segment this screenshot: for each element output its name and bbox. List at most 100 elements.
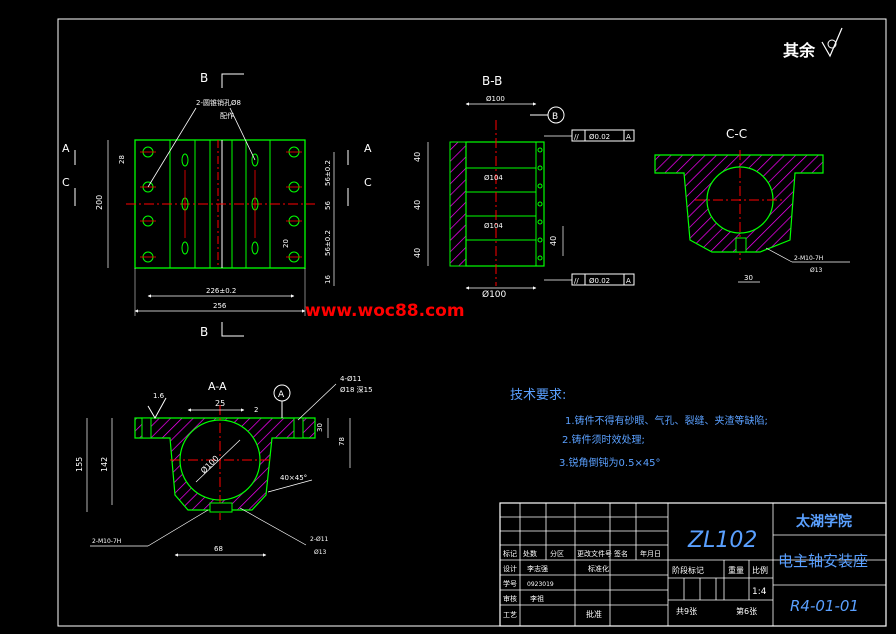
h-std: 标准化: [588, 564, 609, 573]
aa-dim-155: 155: [75, 457, 84, 472]
sheets-total: 共9张: [676, 607, 697, 616]
top-section-c-left: C: [62, 176, 70, 189]
aa-dim-30: 30: [316, 423, 324, 432]
aa-roughness: 1.6: [153, 392, 165, 400]
top-note-pair: 配作: [220, 111, 234, 120]
top-dim-width: 256: [213, 302, 227, 310]
roughness-symbol-icon: [821, 27, 843, 58]
bb-dim-40a: 40: [413, 152, 422, 162]
drawing-no: R4-01-01: [790, 597, 859, 615]
top-dim-56a: 56±0.2: [324, 160, 332, 186]
bb-dim-40side: 40: [549, 236, 558, 246]
aa-dim-68: 68: [214, 545, 223, 553]
h-approve: 批准: [586, 609, 602, 619]
bb-tol-top-val: Ø0.02: [589, 133, 610, 141]
top-dim-height: 200: [95, 195, 104, 210]
top-section-b-bottom: B: [200, 325, 208, 339]
h-review: 审核: [503, 594, 517, 603]
bb-dim-top: Ø100: [486, 95, 505, 103]
part-name: 电主轴安装座: [778, 552, 868, 570]
bb-tol-bot-val: Ø0.02: [589, 277, 610, 285]
h-sign: 签名: [614, 549, 628, 558]
top-section-a-right: A: [364, 142, 372, 155]
top-section-a-left: A: [62, 142, 70, 155]
top-dim-20: 20: [282, 239, 290, 248]
requirement-item: 2.铸件须时效处理;: [562, 433, 645, 446]
requirement-item: 3.锐角倒钝为0.5×45°: [559, 456, 661, 469]
bb-outline: [465, 141, 545, 267]
aa-note-hole: 2-Ø11: [310, 536, 329, 543]
top-dim-inner-w: 226±0.2: [206, 287, 236, 295]
student-no: 0923019: [527, 581, 554, 588]
tech-requirements: 技术要求: 1.铸件不得有砂眼、气孔、裂缝、夹渣等缺陷; 2.铸件须时效处理; …: [510, 388, 768, 469]
bb-view: B-B Ø100 B // Ø0.02 A 40 40 40 Ø104 Ø104…: [413, 74, 635, 300]
bb-tol-top: [571, 129, 635, 142]
h-process: 工艺: [503, 611, 517, 619]
aa-title: A-A: [208, 380, 227, 393]
h-stage: 阶段标记: [672, 565, 704, 575]
cc-note-thread: 2-M10-7H: [794, 255, 823, 262]
scale: 1:4: [752, 587, 767, 597]
aa-note-cb: Ø18 深15: [340, 385, 373, 394]
material: ZL102: [687, 528, 757, 553]
title-block-text: ZL102 太湖学院 电主轴安装座 R4-01-01 标记 处数 分区 更改文件…: [503, 513, 868, 619]
watermark: www.woc88.com: [305, 301, 465, 321]
bb-title: B-B: [482, 74, 502, 88]
h-date: 年月日: [640, 549, 661, 558]
h-weight: 重量: [728, 565, 744, 575]
school: 太湖学院: [796, 513, 852, 530]
aa-dim-142: 142: [100, 457, 109, 472]
h-zone: 分区: [550, 549, 564, 558]
bb-hatch-wall: [449, 141, 467, 267]
bb-tol-bot-ref: A: [626, 277, 631, 285]
aa-note-thread: 2-M10-7H: [92, 538, 121, 545]
h-mark: 标记: [503, 549, 517, 558]
sheet-no: 第6张: [736, 606, 757, 616]
aa-roughness-icon: [147, 397, 167, 420]
corner-roughness-note: 其余: [783, 27, 843, 60]
aa-dim-78: 78: [338, 437, 346, 446]
h-studentno: 学号: [503, 579, 517, 588]
top-view: B B A C A C 2-圆锥销孔Ø8 配作 200 28 56±0.2 56…: [62, 71, 372, 339]
bb-tol-bot: [571, 273, 635, 286]
top-section-b-top: B: [200, 71, 208, 85]
bb-tol-top-sym: //: [574, 133, 579, 141]
bb-dim-40c: 40: [413, 248, 422, 258]
requirements-title: 技术要求:: [510, 388, 566, 403]
bb-dim-104a: Ø104: [484, 174, 503, 182]
top-dim-56b: 56: [324, 201, 332, 210]
aa-dim-chamfer: 40×45°: [280, 474, 307, 482]
cc-view: C-C 30 2-M10-7H Ø13: [654, 127, 850, 283]
corner-note-text: 其余: [783, 41, 816, 60]
sheet-border: [57, 18, 887, 627]
aa-dim-25: 25: [215, 399, 225, 408]
bb-dim-bottom: Ø100: [482, 289, 507, 300]
h-docno: 更改文件号: [577, 549, 612, 558]
bb-datum: B: [552, 112, 558, 122]
bb-dim-40b: 40: [413, 200, 422, 210]
top-section-c-right: C: [364, 176, 372, 189]
aa-view: A-A Ø100 1.6 25 2 A 4-Ø11 Ø18 深15 30 78 …: [75, 375, 373, 557]
requirement-item: 1.铸件不得有砂眼、气孔、裂缝、夹渣等缺陷;: [565, 414, 768, 427]
cc-note-dia: Ø13: [810, 267, 823, 274]
h-design: 设计: [503, 564, 517, 573]
aa-note-dia: Ø13: [314, 549, 327, 556]
top-dim-56c: 56±0.2: [324, 230, 332, 256]
designer: 李志强: [527, 564, 548, 573]
aa-note-holes: 4-Ø11: [340, 375, 361, 383]
top-note-holes: 2-圆锥销孔Ø8: [196, 98, 241, 107]
cc-title: C-C: [726, 127, 747, 141]
h-count: 处数: [523, 549, 537, 558]
bb-tol-top-ref: A: [626, 133, 631, 141]
top-dim-16: 16: [324, 275, 332, 284]
cc-dim-30: 30: [744, 274, 753, 282]
top-dim-28: 28: [118, 155, 126, 164]
reviewer: 李祖: [530, 594, 544, 603]
bb-dim-104b: Ø104: [484, 222, 503, 230]
aa-dim-2: 2: [254, 406, 258, 414]
aa-datum: A: [278, 390, 285, 400]
h-scale: 比例: [752, 565, 768, 575]
bb-tol-bot-sym: //: [574, 277, 579, 285]
title-block: [499, 502, 887, 627]
